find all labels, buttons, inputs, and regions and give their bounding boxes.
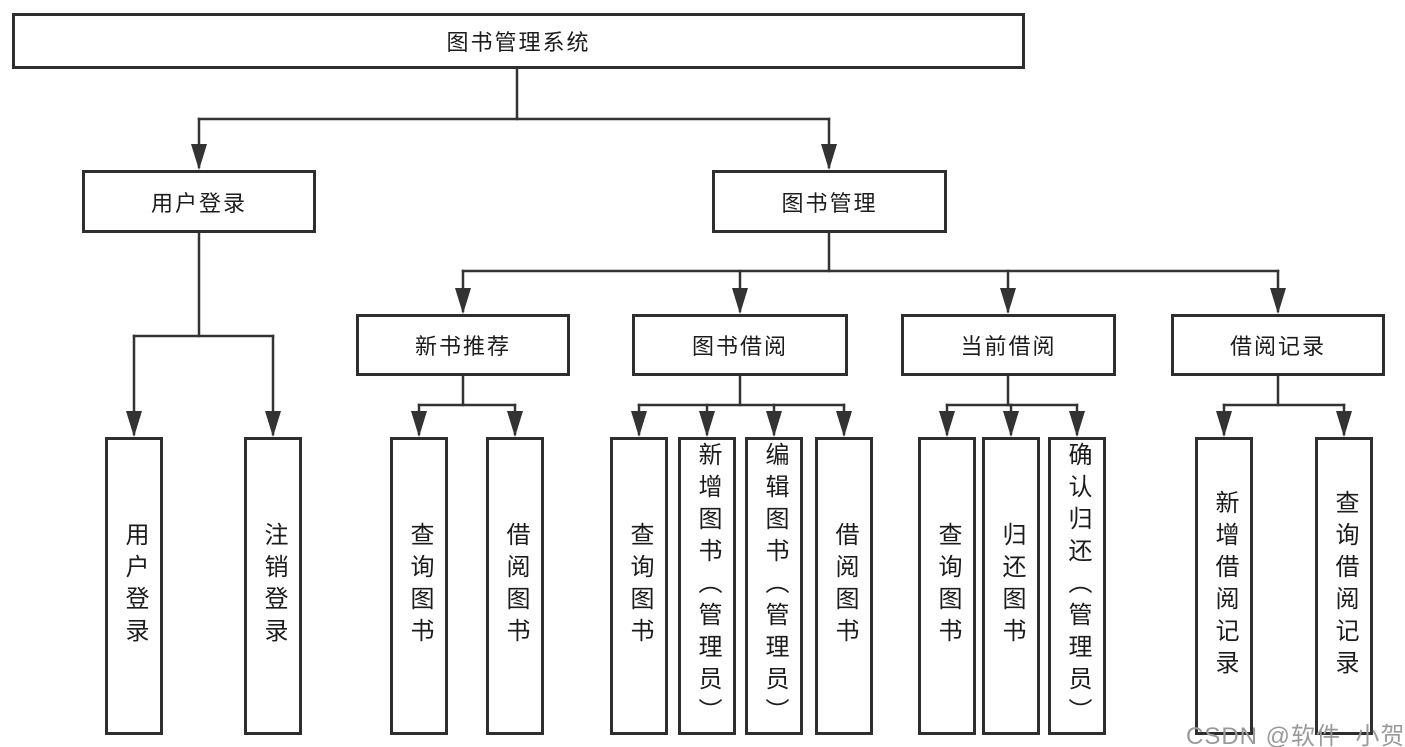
leaf-current-query-books: 查询图书 — [918, 437, 976, 735]
arrowhead — [699, 411, 715, 437]
node-root: 图书管理系统 — [12, 13, 1025, 69]
leaf-label: 用户登录 — [121, 522, 148, 650]
leaf-label: 查询借阅记录 — [1331, 490, 1358, 682]
leaf-borrow-query-books: 查询图书 — [610, 437, 668, 735]
leaf-label: 注销登录 — [260, 522, 287, 650]
leaf-user-login: 用户登录 — [105, 437, 163, 735]
node-new-book-recommend-label: 新书推荐 — [414, 334, 511, 359]
arrowhead — [1336, 411, 1352, 437]
leaf-label: 借阅图书 — [831, 522, 858, 650]
leaf-logout: 注销登录 — [244, 437, 302, 735]
leaf-label: 编辑图书（管理员） — [761, 442, 788, 730]
leaf-add-borrow-record: 新增借阅记录 — [1195, 437, 1253, 735]
arrowhead — [126, 411, 142, 437]
arrowhead — [1270, 288, 1286, 314]
arrowhead — [1069, 411, 1085, 437]
leaf-confirm-return-admin: 确认归还（管理员） — [1048, 437, 1106, 735]
leaf-label: 查询图书 — [406, 522, 433, 650]
csdn-watermark: CSDN @软件_小贺同学 — [1186, 723, 1405, 747]
leaf-add-books-admin: 新增图书（管理员） — [678, 437, 736, 735]
arrowhead — [766, 411, 782, 437]
node-current-borrow: 当前借阅 — [901, 314, 1116, 376]
edges-book-borrow — [631, 374, 852, 437]
node-current-borrow-label: 当前借阅 — [960, 334, 1057, 359]
node-user-login-label: 用户登录 — [150, 190, 247, 216]
arrowhead — [1216, 411, 1232, 437]
leaf-borrow-books: 借阅图书 — [815, 437, 873, 735]
node-book-management: 图书管理 — [712, 170, 947, 233]
leaf-edit-books-admin: 编辑图书（管理员） — [745, 437, 803, 735]
arrowhead — [1003, 411, 1019, 437]
leaf-label: 新增图书（管理员） — [694, 442, 721, 730]
node-book-management-label: 图书管理 — [781, 190, 878, 216]
node-user-login: 用户登录 — [82, 170, 316, 233]
edges-new-book-recommend — [411, 374, 523, 437]
arrowhead — [411, 411, 427, 437]
leaf-recommend-query-books: 查询图书 — [390, 437, 448, 735]
node-new-book-recommend: 新书推荐 — [356, 314, 570, 376]
arrowhead — [836, 411, 852, 437]
leaf-recommend-borrow-books: 借阅图书 — [486, 437, 544, 735]
leaf-label: 借阅图书 — [502, 522, 529, 650]
leaf-return-books: 归还图书 — [982, 437, 1040, 735]
leaf-label: 确认归还（管理员） — [1064, 442, 1091, 730]
node-book-borrow-label: 图书借阅 — [691, 334, 788, 359]
leaf-label: 归还图书 — [998, 522, 1025, 650]
node-borrow-records: 借阅记录 — [1171, 314, 1385, 376]
arrowhead — [191, 144, 207, 170]
node-book-borrow: 图书借阅 — [632, 314, 848, 376]
node-borrow-records-label: 借阅记录 — [1229, 334, 1326, 359]
edges-borrow-records — [1216, 374, 1352, 437]
arrowhead — [1000, 288, 1016, 314]
arrowhead — [631, 411, 647, 437]
edges-user-login — [126, 231, 281, 437]
leaf-query-borrow-record: 查询借阅记录 — [1315, 437, 1373, 735]
edges-book-management — [455, 231, 1286, 314]
arrowhead — [821, 144, 837, 170]
arrowhead — [455, 288, 471, 314]
node-root-label: 图书管理系统 — [446, 30, 591, 55]
arrowhead — [507, 411, 523, 437]
arrowhead — [265, 411, 281, 437]
arrowhead — [939, 411, 955, 437]
leaf-label: 新增借阅记录 — [1211, 490, 1238, 682]
leaf-label: 查询图书 — [934, 522, 961, 650]
edges-root — [191, 67, 837, 170]
edges-current-borrow — [939, 374, 1085, 437]
leaf-label: 查询图书 — [626, 522, 653, 650]
arrowhead — [732, 288, 748, 314]
